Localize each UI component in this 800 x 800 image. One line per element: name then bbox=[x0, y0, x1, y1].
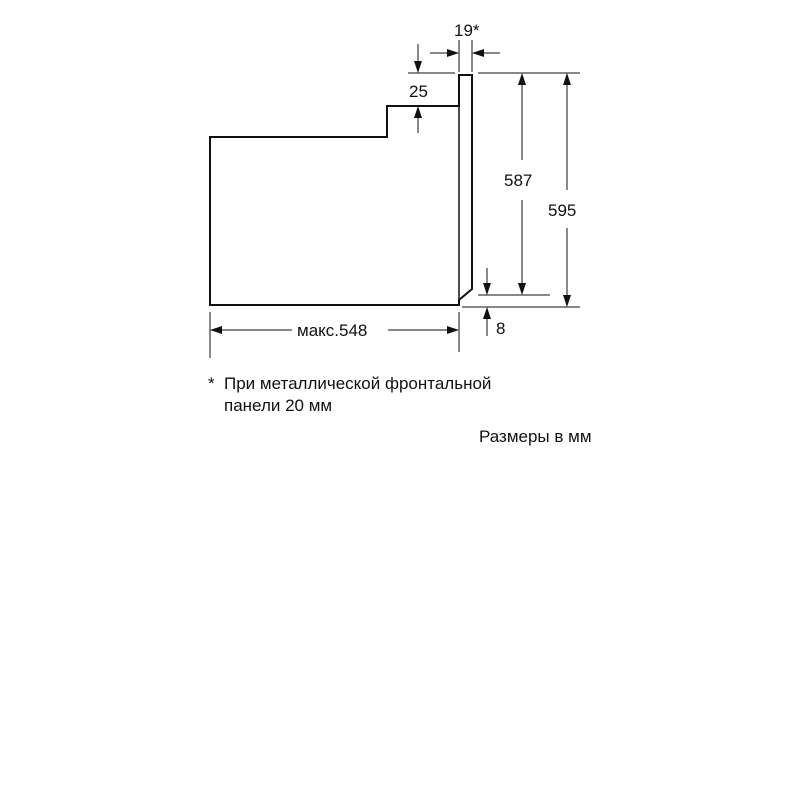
label-bottom-gap: 8 bbox=[496, 319, 505, 338]
label-top-step: 25 bbox=[409, 82, 428, 101]
units-note: Размеры в мм bbox=[479, 427, 592, 446]
label-total-height: 595 bbox=[548, 201, 576, 220]
oven-body-outline bbox=[209, 74, 473, 306]
footnote-marker: * bbox=[208, 374, 215, 393]
footnote-line-2: панели 20 мм bbox=[224, 396, 333, 415]
footnote-line-1: При металлической фронтальной bbox=[224, 374, 492, 393]
label-max-depth: макс.548 bbox=[297, 321, 367, 340]
label-inner-height: 587 bbox=[504, 171, 532, 190]
label-panel-thickness: 19* bbox=[454, 21, 480, 40]
